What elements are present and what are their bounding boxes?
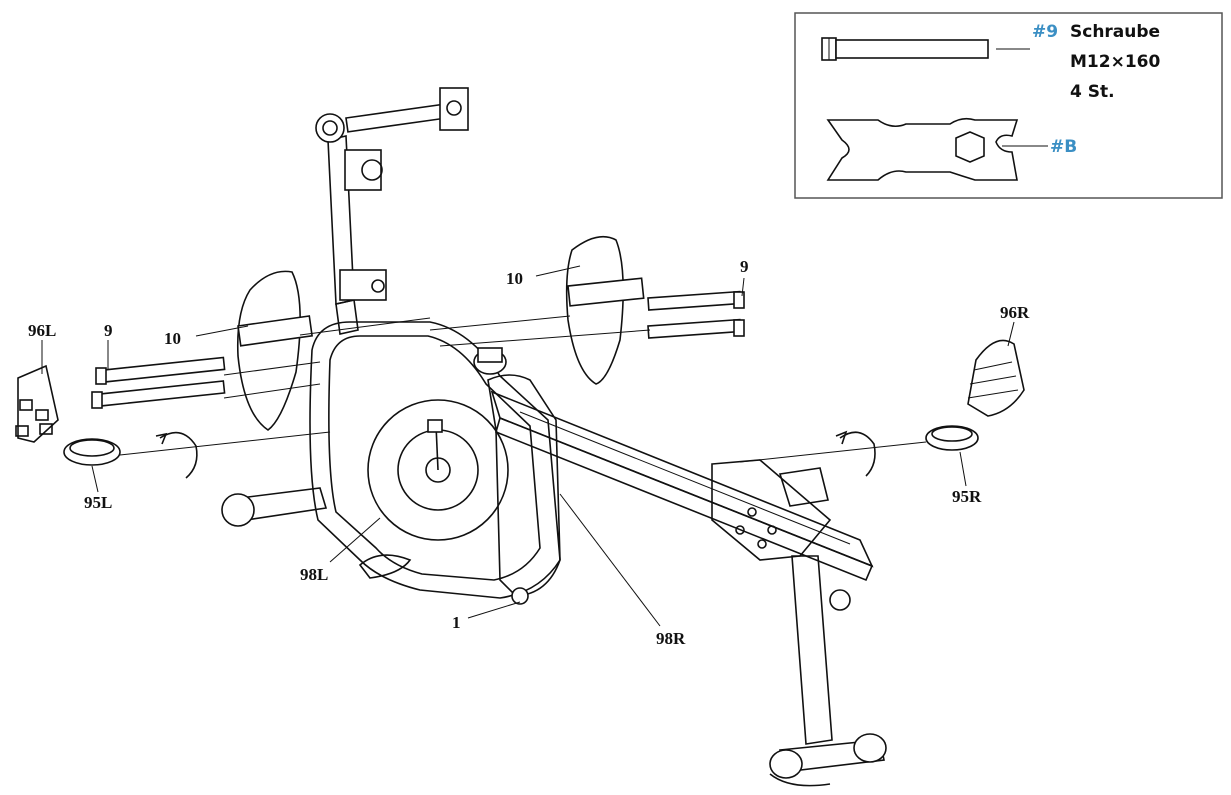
right-foot-pedal-96R — [967, 339, 1025, 417]
wrench-ref: #B — [1050, 137, 1077, 157]
label-98R: 98R — [656, 629, 686, 648]
label-9-right: 9 — [740, 257, 749, 276]
part-labels: 96L 9 10 10 9 96R 95L 95R 98L 98R 1 — [28, 257, 1030, 648]
parts-box: #9 Schraube M12×160 4 St. #B — [794, 12, 1223, 199]
bike-frame — [221, 87, 887, 787]
wrench-icon — [826, 117, 1048, 181]
right-pedal-strap-10 — [429, 235, 645, 385]
screw-size: M12×160 — [1070, 52, 1160, 72]
label-95R: 95R — [952, 487, 982, 506]
label-10-right: 10 — [506, 269, 523, 288]
label-1: 1 — [452, 613, 461, 632]
label-96R: 96R — [1000, 303, 1030, 322]
right-pedal-95R — [739, 425, 979, 477]
left-pedal-strap-10 — [236, 270, 431, 431]
label-98L: 98L — [300, 565, 328, 584]
screw-icon — [821, 37, 1030, 61]
screw-ref: #9 — [1032, 22, 1058, 42]
label-9-left: 9 — [104, 321, 113, 340]
left-foot-pedal-96L — [15, 364, 59, 443]
screw-qty: 4 St. — [1070, 82, 1115, 102]
left-crank-axle-screws — [91, 356, 321, 409]
screw-name: Schraube — [1070, 22, 1160, 42]
label-10-left: 10 — [164, 329, 181, 348]
leader-lines — [41, 265, 1015, 627]
right-axle-screws — [439, 290, 745, 347]
label-95L: 95L — [84, 493, 112, 512]
left-pedal-95L — [63, 431, 331, 479]
label-96L: 96L — [28, 321, 56, 340]
